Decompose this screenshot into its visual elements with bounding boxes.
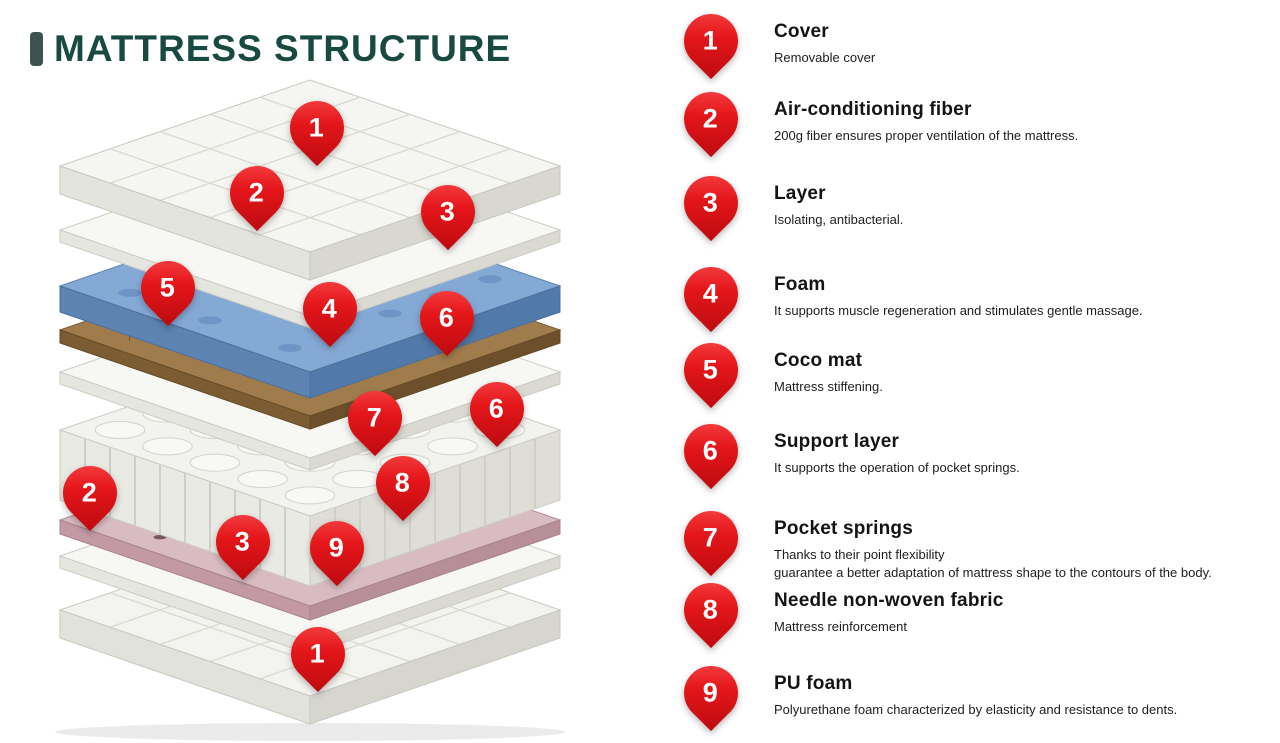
pin-number: 5 — [703, 354, 719, 385]
legend-item-needle-non-woven-fabric: 8 Needle non-woven fabric Mattress reinf… — [672, 571, 1004, 649]
legend-desc: Isolating, antibacterial. — [774, 212, 904, 227]
pin-number: 3 — [235, 526, 251, 557]
legend-item-cover: 1 Cover Removable cover — [672, 2, 876, 80]
legend-item-foam: 4 Foam It supports muscle regeneration a… — [672, 255, 1143, 333]
title-accent-bar-icon — [30, 32, 43, 66]
legend: 1 Cover Removable cover 2 Air-conditioni… — [670, 0, 1280, 743]
legend-item-pocket-springs: 7 Pocket springs Thanks to their point f… — [672, 499, 1212, 581]
pin-number: 6 — [439, 302, 455, 333]
legend-pin: 4 — [672, 255, 750, 333]
legend-desc: Thanks to their point flexibility guaran… — [774, 547, 1212, 580]
mattress-diagram: 1 2 3 5 4 6 7 6 8 2 3 9 1 — [0, 60, 640, 743]
legend-heading: Needle non-woven fabric — [774, 590, 1004, 611]
legend-heading: Air-conditioning fiber — [774, 99, 972, 120]
legend-heading: Support layer — [774, 431, 900, 452]
pin-number: 2 — [703, 103, 719, 134]
legend-pin: 6 — [672, 412, 750, 490]
legend-item-support-layer: 6 Support layer It supports the operatio… — [672, 412, 1020, 490]
legend-pin: 9 — [672, 654, 750, 732]
pin-number: 2 — [82, 477, 98, 508]
pin-number: 8 — [703, 594, 719, 625]
legend-pin: 2 — [672, 80, 750, 158]
legend-desc: It supports muscle regeneration and stim… — [774, 303, 1143, 318]
legend-desc: Polyurethane foam characterized by elast… — [774, 702, 1178, 717]
legend-pin: 5 — [672, 331, 750, 409]
legend-pin: 7 — [672, 499, 750, 577]
legend-desc: 200g fiber ensures proper ventilation of… — [774, 128, 1079, 143]
pin-number: 1 — [703, 25, 719, 56]
pin-number: 6 — [703, 435, 719, 466]
legend-pin: 8 — [672, 571, 750, 649]
legend-pin: 1 — [672, 2, 750, 80]
legend-heading: Pocket springs — [774, 518, 914, 539]
legend-item-coco-mat: 5 Coco mat Mattress stiffening. — [672, 331, 883, 409]
legend-desc: Mattress stiffening. — [774, 379, 883, 394]
pin-number: 3 — [703, 187, 719, 218]
pin-number: 5 — [160, 272, 176, 303]
pin-number: 3 — [440, 196, 456, 227]
legend-item-pu-foam: 9 PU foam Polyurethane foam characterize… — [672, 654, 1178, 732]
pin-number: 1 — [309, 112, 325, 143]
legend-heading: Cover — [774, 21, 829, 42]
legend-desc: Mattress reinforcement — [774, 619, 907, 634]
pin-number: 9 — [329, 532, 345, 563]
legend-item-layer: 3 Layer Isolating, antibacterial. — [672, 164, 904, 242]
pin-number: 7 — [367, 402, 383, 433]
pin-number: 8 — [395, 467, 411, 498]
legend-heading: PU foam — [774, 673, 853, 694]
pin-number: 4 — [322, 293, 338, 324]
page-header: MATTRESS STRUCTURE — [30, 28, 511, 70]
pin-number: 4 — [703, 278, 719, 309]
legend-pin: 3 — [672, 164, 750, 242]
pin-number: 9 — [703, 677, 719, 708]
legend-heading: Layer — [774, 183, 826, 204]
pin-number: 2 — [249, 177, 265, 208]
page-title: MATTRESS STRUCTURE — [54, 28, 512, 69]
pin-number: 6 — [489, 393, 505, 424]
pin-number: 1 — [310, 638, 326, 669]
legend-heading: Foam — [774, 274, 826, 295]
legend-desc: It supports the operation of pocket spri… — [774, 460, 1020, 475]
pin-number: 7 — [703, 522, 719, 553]
legend-item-air-conditioning-fiber: 2 Air-conditioning fiber 200g fiber ensu… — [672, 80, 1079, 158]
legend-heading: Coco mat — [774, 350, 863, 371]
legend-desc: Removable cover — [774, 50, 876, 65]
